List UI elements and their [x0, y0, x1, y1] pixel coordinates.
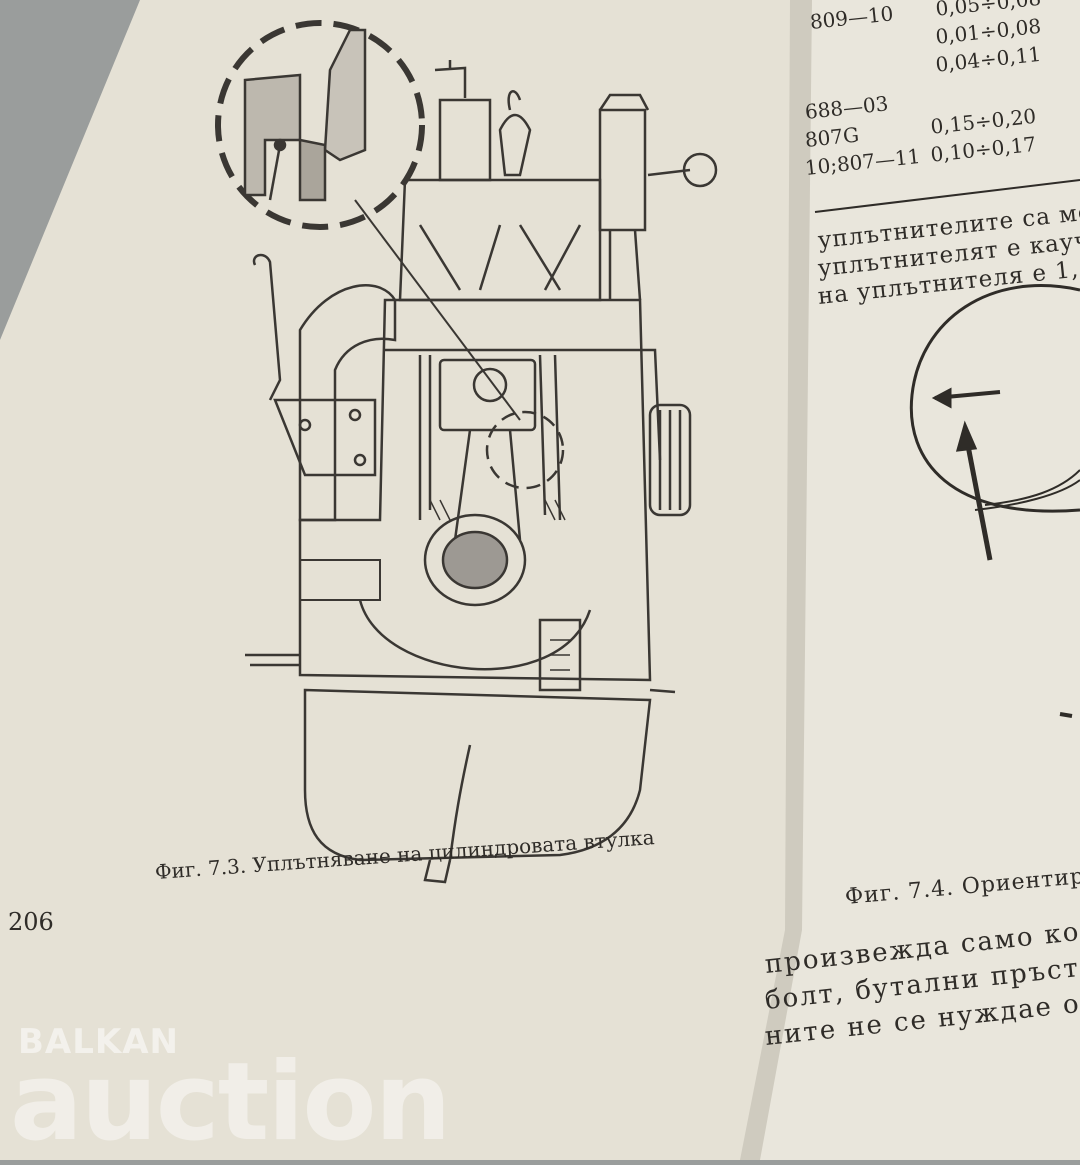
left-page [0, 0, 800, 1160]
engine-drawing [215, 20, 718, 884]
right-page [745, 0, 1080, 1160]
page-number: 206 [8, 908, 54, 936]
page-gutter [740, 0, 812, 1160]
watermark-auction: auction [10, 1040, 452, 1165]
orientation-diagram [909, 284, 1080, 718]
table-rule [814, 179, 1080, 213]
watermark-balkan: BALKAN [18, 1022, 180, 1062]
